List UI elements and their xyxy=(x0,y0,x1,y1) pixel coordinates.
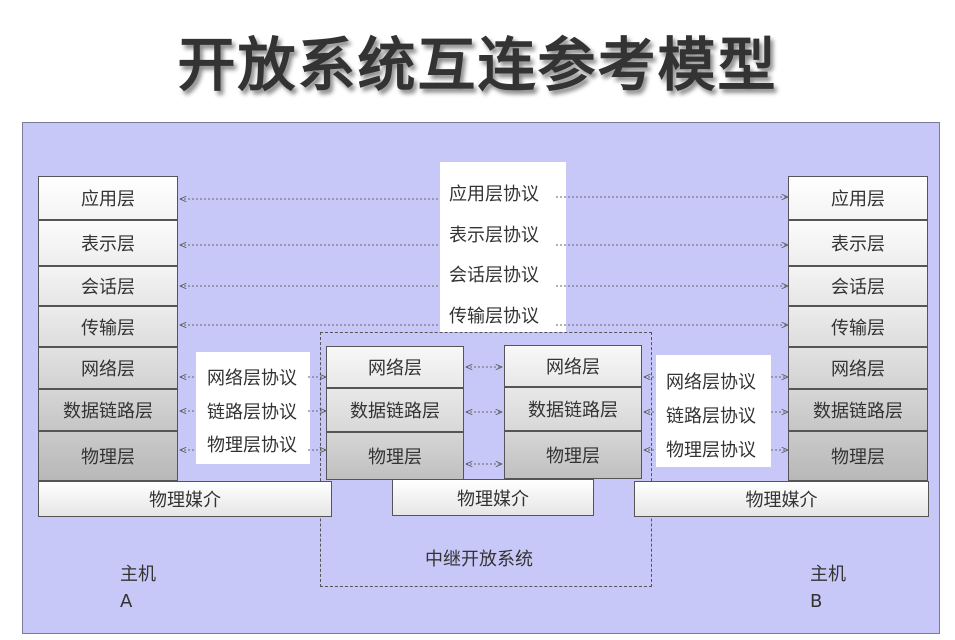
relay-right-network-layer: 网络层 xyxy=(504,345,642,387)
host-b-id: B xyxy=(810,591,823,612)
session-protocol-label: 会话层协议 xyxy=(449,265,539,286)
relay-system-boundary xyxy=(320,332,652,587)
relay-system-label: 中继开放系统 xyxy=(425,549,533,570)
relay-right-physical-layer: 物理层 xyxy=(504,431,642,479)
host-b-physical-layer: 物理层 xyxy=(788,431,928,481)
physical-media-left: 物理媒介 xyxy=(38,481,332,517)
right-network-protocol-label: 网络层协议 xyxy=(666,372,756,393)
transport-protocol-label: 传输层协议 xyxy=(449,306,539,327)
host-b-session-layer: 会话层 xyxy=(788,266,928,306)
host-a-datalink-layer: 数据链路层 xyxy=(38,389,178,431)
physical-media-center: 物理媒介 xyxy=(392,479,594,516)
peer-protocol-box xyxy=(440,162,566,332)
host-b-transport-layer: 传输层 xyxy=(788,306,928,347)
right-physical-protocol-label: 物理层协议 xyxy=(666,440,756,461)
left-physical-protocol-label: 物理层协议 xyxy=(207,435,297,456)
right-datalink-protocol-label: 链路层协议 xyxy=(666,406,756,427)
relay-right-datalink-layer: 数据链路层 xyxy=(504,387,642,431)
relay-left-physical-layer: 物理层 xyxy=(326,432,464,480)
host-a-network-layer: 网络层 xyxy=(38,347,178,389)
left-protocol-box xyxy=(196,352,310,464)
host-b-datalink-layer: 数据链路层 xyxy=(788,389,928,431)
left-datalink-protocol-label: 链路层协议 xyxy=(207,402,297,423)
host-b-network-layer: 网络层 xyxy=(788,347,928,389)
host-b-label: 主机 xyxy=(810,564,846,585)
host-a-label: 主机 xyxy=(120,564,156,585)
host-b-presentation-layer: 表示层 xyxy=(788,220,928,266)
relay-left-network-layer: 网络层 xyxy=(326,346,464,388)
application-protocol-label: 应用层协议 xyxy=(449,184,539,205)
host-a-transport-layer: 传输层 xyxy=(38,306,178,347)
page-title: 开放系统互连参考模型 xyxy=(177,31,778,99)
host-a-id: A xyxy=(120,591,133,612)
physical-media-right: 物理媒介 xyxy=(634,481,929,517)
right-protocol-box xyxy=(656,355,771,467)
host-a-session-layer: 会话层 xyxy=(38,266,178,306)
host-a-presentation-layer: 表示层 xyxy=(38,220,178,266)
host-a-physical-layer: 物理层 xyxy=(38,431,178,481)
host-b-application-layer: 应用层 xyxy=(788,176,928,220)
host-a-application-layer: 应用层 xyxy=(38,176,178,220)
relay-left-datalink-layer: 数据链路层 xyxy=(326,388,464,432)
left-network-protocol-label: 网络层协议 xyxy=(207,368,297,389)
presentation-protocol-label: 表示层协议 xyxy=(449,225,539,246)
